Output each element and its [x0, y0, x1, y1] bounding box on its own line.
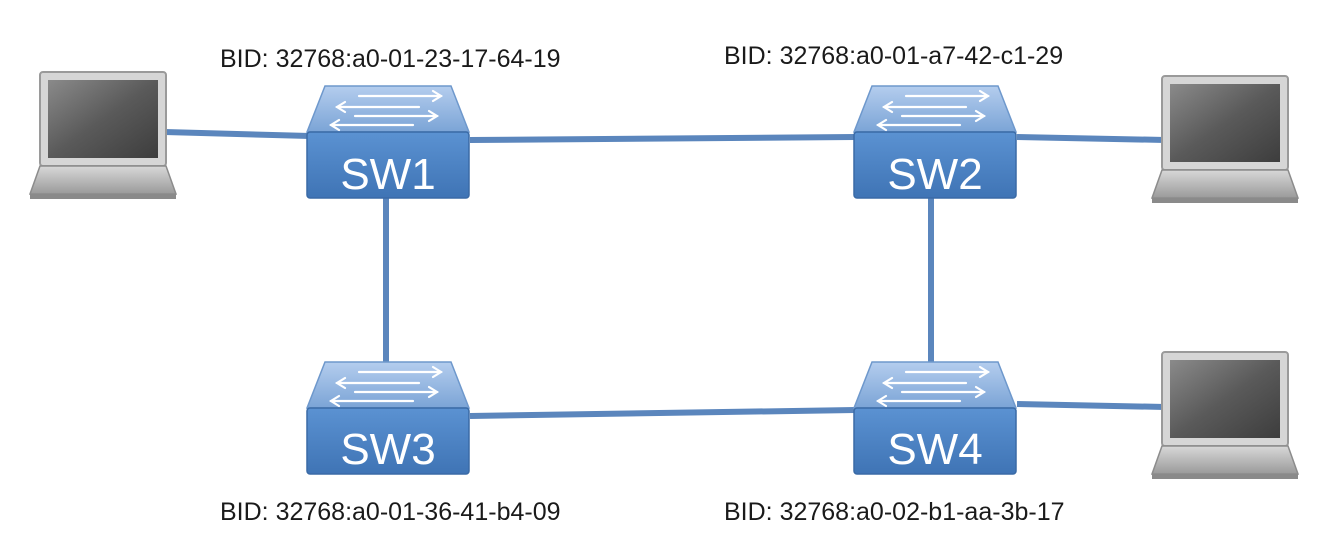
bid-label-sw4: BID: 32768:a0-02-b1-aa-3b-17 [724, 498, 1065, 526]
switch-name: SW4 [887, 425, 982, 474]
bid-label-sw1: BID: 32768:a0-01-23-17-64-19 [220, 45, 561, 73]
link-sw2-laptop2 [1016, 134, 1166, 143]
switch-name: SW1 [340, 150, 435, 199]
laptop-icon [1151, 351, 1299, 480]
bid-label-sw3: BID: 32768:a0-01-36-41-b4-09 [220, 498, 561, 526]
switch-name: SW3 [340, 425, 435, 474]
links [164, 129, 1166, 419]
switch-sw2[interactable]: SW2 [852, 84, 1018, 200]
laptop-icon [29, 71, 177, 200]
link-sw3-sw4 [469, 407, 856, 419]
bid-label-sw2: BID: 32768:a0-01-a7-42-c1-29 [724, 42, 1063, 70]
switch-sw4[interactable]: SW4 [852, 360, 1018, 476]
switch-name: SW2 [887, 150, 982, 199]
link-laptop1-sw1 [164, 129, 311, 139]
link-sw1-sw2 [469, 134, 856, 143]
laptop-icon [1151, 75, 1299, 204]
link-sw4-laptop3 [1016, 401, 1166, 410]
switch-sw1[interactable]: SW1 [305, 84, 471, 200]
switch-sw3[interactable]: SW3 [305, 360, 471, 476]
